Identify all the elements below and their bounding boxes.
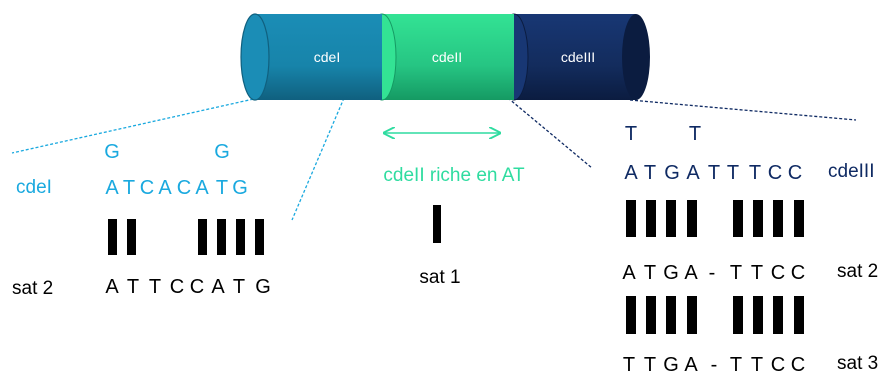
sequence-letter: G <box>663 262 679 284</box>
cdeiii-region-label: cdeIII <box>828 161 874 182</box>
sequence-letter: - <box>711 354 718 376</box>
cdei-sat-label: sat 2 <box>12 278 53 299</box>
sequence-letter: T <box>644 162 656 184</box>
match-bar <box>108 219 117 255</box>
match-bar <box>773 200 783 237</box>
match-bar <box>687 200 697 237</box>
sequence-letter: A <box>686 162 700 184</box>
sequence-letter: A <box>211 276 225 298</box>
match-bar <box>687 296 697 334</box>
match-bar <box>794 200 804 237</box>
variant-letter: G <box>104 141 120 163</box>
sequence-letter: C <box>771 262 785 284</box>
cdeii-match-bar <box>433 205 441 243</box>
match-bar <box>773 296 783 334</box>
match-bar <box>626 296 636 334</box>
match-bar <box>666 200 676 237</box>
cdeiii-sat3-label: sat 3 <box>837 353 878 374</box>
sequence-letter: T <box>216 177 228 199</box>
match-bar <box>217 219 226 255</box>
sequence-letter: G <box>663 354 679 376</box>
sequence-letter: C <box>170 276 184 298</box>
sequence-letter: T <box>751 262 763 284</box>
sequence-letter: A <box>684 262 698 284</box>
sequence-letter: C <box>140 177 154 199</box>
cdeiii-sat2-label: sat 2 <box>837 261 878 282</box>
sequence-letter: T <box>708 162 720 184</box>
match-bar <box>666 296 676 334</box>
match-bar <box>127 219 136 255</box>
cdeii-region-label: cdeII riche en AT <box>383 165 525 186</box>
cdei-match-bars <box>108 219 264 255</box>
cylinder-label-cdeii: cdeII <box>432 49 462 65</box>
cdei-right-guide-line <box>291 97 345 221</box>
sequence-letter: C <box>190 276 204 298</box>
cdeii-sat-label: sat 1 <box>419 267 460 288</box>
sequence-letter: T <box>644 262 656 284</box>
match-bar <box>646 296 656 334</box>
sequence-letter: C <box>791 354 805 376</box>
sequence-letter: A <box>684 354 698 376</box>
cdeiii-match-bars-sat2 <box>626 200 804 237</box>
sequence-letter: A <box>158 177 172 199</box>
sequence-letter: - <box>709 262 716 284</box>
cylinder-label-cdei: cdeI <box>314 49 340 65</box>
match-bar <box>646 200 656 237</box>
sequence-letter: A <box>622 262 636 284</box>
match-bar <box>753 200 763 237</box>
sequence-letter: G <box>664 162 680 184</box>
sequence-letter: T <box>127 276 139 298</box>
sequence-letter: A <box>195 177 209 199</box>
sequence-letter: A <box>105 276 119 298</box>
match-bar <box>198 219 207 255</box>
sequence-letter: C <box>768 162 782 184</box>
sequence-letter: T <box>730 354 742 376</box>
sequence-letter: A <box>624 162 638 184</box>
cdei-region-label: cdeI <box>16 177 52 198</box>
match-bar <box>236 219 245 255</box>
match-bar <box>733 296 743 334</box>
match-bar <box>255 219 264 255</box>
cdei-left-guide-line <box>11 97 259 154</box>
sequence-letter: C <box>791 262 805 284</box>
variant-letter: T <box>689 123 701 145</box>
sequence-letter: T <box>123 177 135 199</box>
sequence-letter: C <box>788 162 802 184</box>
match-bar <box>753 296 763 334</box>
sequence-letter: T <box>233 276 245 298</box>
sequence-letter: T <box>623 354 635 376</box>
sequence-letter: G <box>255 276 271 298</box>
sequence-letter: G <box>232 177 248 199</box>
cylinder-segment-cdeiii: cdeIII <box>499 13 650 101</box>
match-bar <box>794 296 804 334</box>
sequence-letter: T <box>644 354 656 376</box>
match-bar <box>626 200 636 237</box>
cdeiii-right-guide-line <box>629 99 857 121</box>
variant-letter: T <box>625 123 637 145</box>
cdeiii-match-bars-sat3 <box>626 296 804 334</box>
sequence-letter: C <box>771 354 785 376</box>
variant-letter: G <box>214 141 230 163</box>
cdeiii-left-guide-line <box>507 97 593 169</box>
match-bar <box>733 200 743 237</box>
sequence-letter: C <box>177 177 191 199</box>
sequence-letter: T <box>727 162 739 184</box>
cylinder-segment-cdei: cdeI <box>240 13 382 101</box>
sequence-letter: T <box>730 262 742 284</box>
sequence-letter: T <box>149 276 161 298</box>
sequence-letter: T <box>749 162 761 184</box>
sequence-letter: T <box>751 354 763 376</box>
cylinder-label-cdeiii: cdeIII <box>561 49 595 65</box>
cylinder-segment-cdeii: cdeII <box>367 13 514 101</box>
sequence-letter: A <box>105 177 119 199</box>
